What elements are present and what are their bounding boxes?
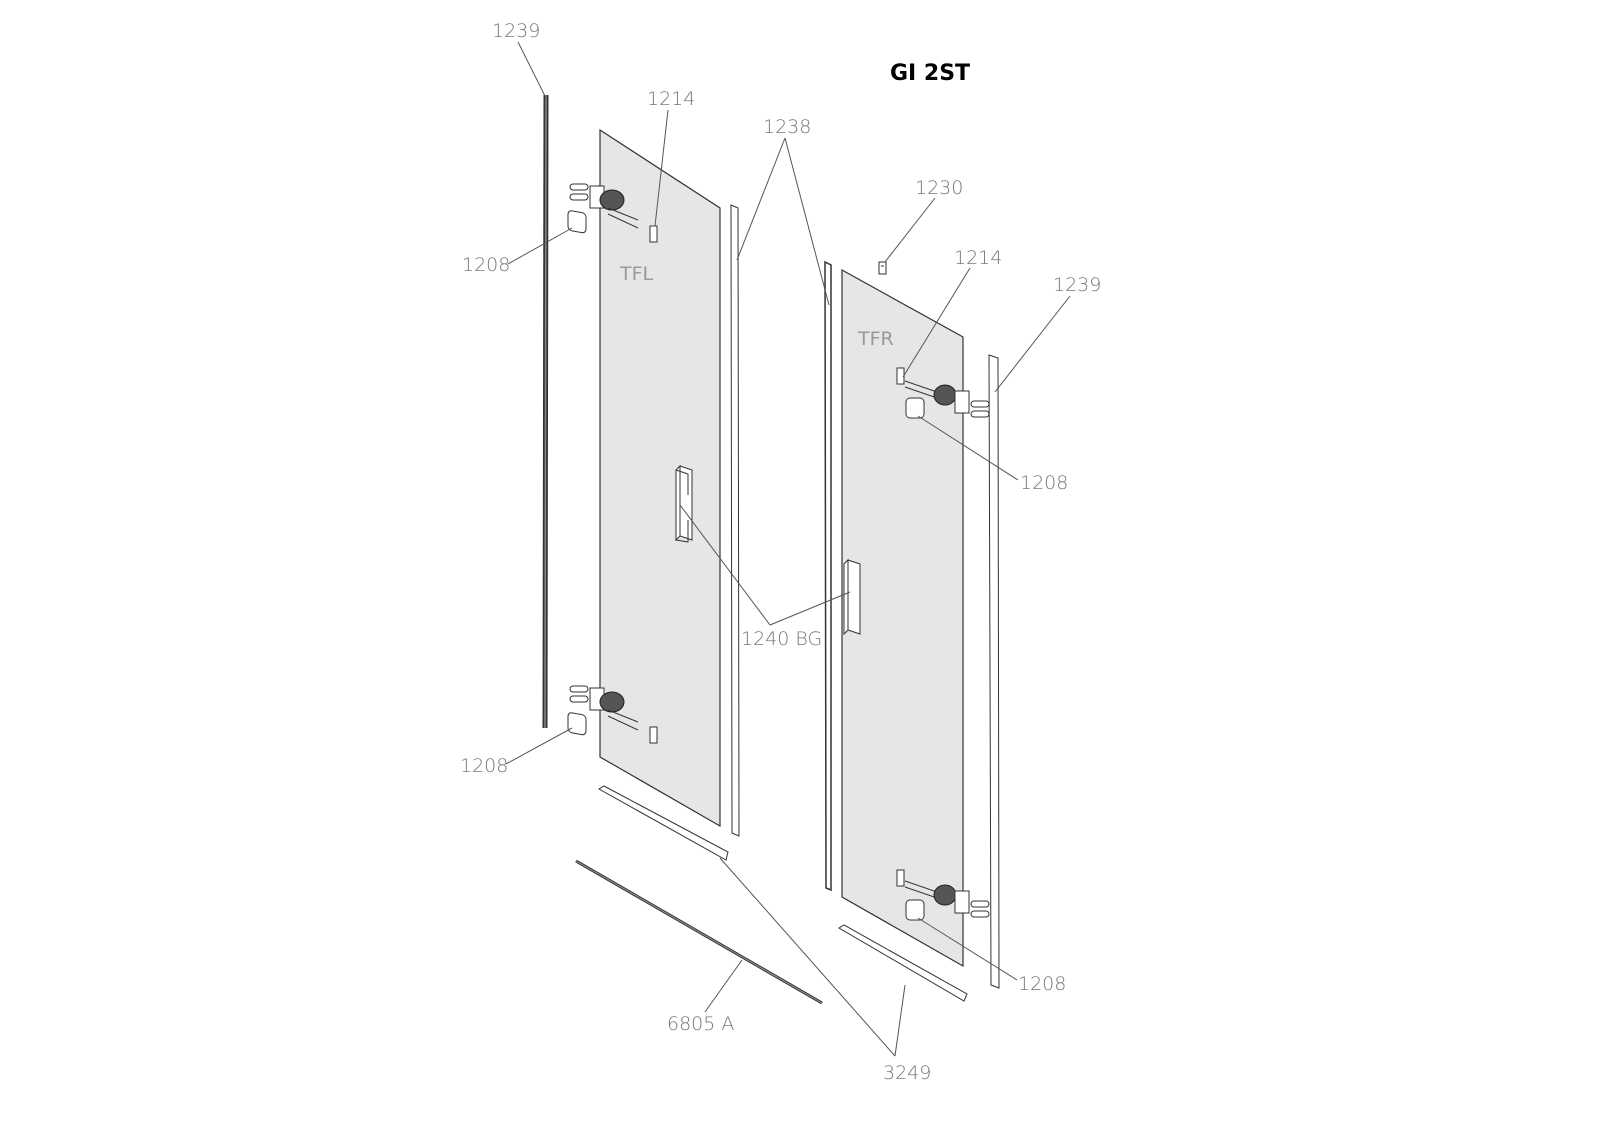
label-seal-right: 1239	[1053, 274, 1101, 296]
handle-right	[843, 558, 861, 636]
label-handle: 1240 BG	[741, 628, 822, 650]
label-cover-left-top: 1208	[462, 254, 510, 276]
glass-clip-left-bottom	[649, 726, 658, 744]
seal-left	[542, 94, 549, 729]
cover-cap-right-top	[905, 397, 925, 419]
label-profile: 1238	[763, 116, 811, 138]
threshold-right	[838, 924, 968, 1002]
threshold-left	[598, 785, 729, 861]
label-cover-right-bottom: 1208	[1018, 973, 1066, 995]
glass-label-left: TFL	[619, 263, 654, 285]
cover-cap-right-bottom	[905, 899, 925, 921]
seal-right	[988, 354, 1000, 989]
handle-left	[675, 464, 693, 543]
label-glass-clip-right: 1214	[954, 247, 1002, 269]
label-threshold: 3249	[883, 1062, 931, 1084]
label-cover-left-bottom: 1208	[460, 755, 508, 777]
glass-clip-right-bottom	[896, 869, 905, 887]
cover-cap-left-top	[567, 210, 587, 234]
glass-label-right: TFR	[857, 328, 894, 350]
cover-cap-left-bottom	[567, 712, 587, 736]
glass-panel-right	[841, 268, 964, 968]
profile-left	[730, 204, 740, 837]
bottom-seal	[575, 859, 823, 1005]
clip-1230	[878, 261, 887, 275]
label-clip: 1230	[915, 177, 963, 199]
label-bottom-seal: 6805 A	[667, 1013, 734, 1035]
title: GI 2ST	[890, 61, 970, 86]
glass-clip-left-top	[649, 225, 658, 243]
leader-lines	[505, 41, 1071, 1057]
label-cover-right-top: 1208	[1020, 472, 1068, 494]
glass-panel-left	[599, 128, 721, 828]
glass-clip-right-top	[896, 367, 905, 385]
profile-right	[824, 260, 832, 892]
label-glass-clip-left: 1214	[647, 88, 695, 110]
label-seal-left: 1239	[492, 20, 540, 42]
